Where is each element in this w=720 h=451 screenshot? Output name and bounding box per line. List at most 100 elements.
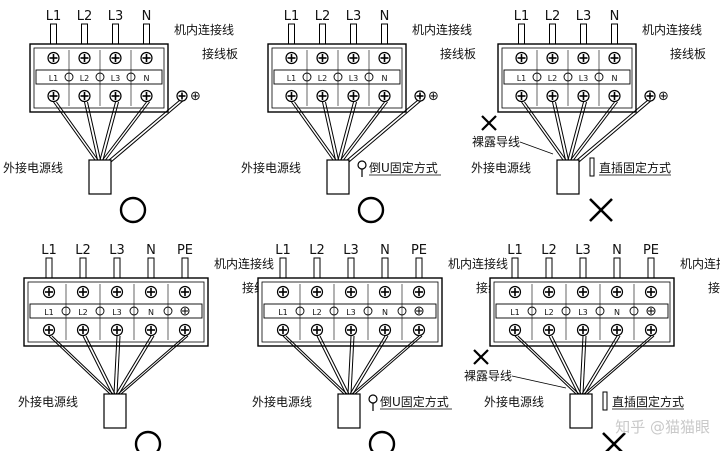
strip-label: N xyxy=(382,308,388,317)
label-strip xyxy=(29,303,203,319)
internal-wire xyxy=(580,23,587,47)
label-strip xyxy=(495,303,669,319)
external-wire xyxy=(337,101,354,161)
internal-wire xyxy=(81,23,88,47)
panel-4: L1L2L3NPEL1L2L3N机内连接线接线板外接电源线 xyxy=(18,243,278,451)
terminal-label-l3: L3 xyxy=(343,243,359,258)
internal-wire xyxy=(113,257,121,281)
external-cable-label: 外接电源线 xyxy=(252,394,312,409)
internal-wire xyxy=(181,257,189,281)
terminal-label-n: N xyxy=(612,243,622,258)
power-cable xyxy=(103,393,127,429)
internal-wire-label: 机内连接线 xyxy=(214,256,274,271)
terminal-label-l1: L1 xyxy=(275,243,291,258)
strip-label: L3 xyxy=(579,74,589,83)
internal-wire xyxy=(313,257,321,281)
terminal-label-l3: L3 xyxy=(575,243,591,258)
terminal-label-l3: L3 xyxy=(576,9,592,24)
ground-wire xyxy=(576,99,649,161)
internal-wire xyxy=(45,257,53,281)
strip-label: L3 xyxy=(346,308,356,317)
internal-wire xyxy=(79,257,87,281)
external-wire xyxy=(583,335,652,395)
strip-label: N xyxy=(144,74,150,83)
board-label: 接线板 xyxy=(202,46,238,61)
power-cable xyxy=(569,393,593,429)
strip-label: N xyxy=(614,308,620,317)
power-cable xyxy=(556,159,580,195)
terminal-label-l3: L3 xyxy=(346,9,362,24)
strip-label: L3 xyxy=(111,74,121,83)
internal-wire xyxy=(350,23,357,47)
terminal-label-n: N xyxy=(380,9,390,24)
internal-wire-label: 机内连接线 xyxy=(642,22,702,37)
external-wire xyxy=(316,335,347,395)
correct-circle-icon xyxy=(368,430,396,451)
external-wire xyxy=(514,335,577,395)
external-wire xyxy=(113,335,118,395)
strip-label: L3 xyxy=(578,308,588,317)
power-cable xyxy=(337,393,361,429)
internal-wire xyxy=(647,257,655,281)
internal-wire xyxy=(545,257,553,281)
terminal-label-n: N xyxy=(146,243,156,258)
internal-wire xyxy=(549,23,556,47)
power-cable xyxy=(326,159,350,195)
internal-wire xyxy=(579,257,587,281)
strip-label: L2 xyxy=(78,308,88,317)
u-loop-icon xyxy=(357,160,367,170)
strip-label: L2 xyxy=(312,308,322,317)
watermark: 知乎 @猫猫眼 xyxy=(615,418,710,436)
terminal-label-n: N xyxy=(610,9,620,24)
ground-symbol: ⊕ xyxy=(658,89,669,104)
internal-wire xyxy=(319,23,326,47)
internal-wire xyxy=(147,257,155,281)
strip-label: L1 xyxy=(278,308,288,317)
fixing-method-label: 直插固定方式 xyxy=(612,394,684,409)
internal-wire xyxy=(347,257,355,281)
terminal-label-l2: L2 xyxy=(309,243,325,258)
external-wire xyxy=(53,101,96,161)
internal-wire xyxy=(511,257,519,281)
bare-wire-label: 裸露导线 xyxy=(464,368,512,383)
external-wire xyxy=(82,335,113,395)
strip-label: L1 xyxy=(287,74,297,83)
strip-label: L2 xyxy=(548,74,558,83)
external-wire xyxy=(340,101,385,161)
external-wire xyxy=(579,335,584,395)
internal-wire xyxy=(50,23,57,47)
external-wire xyxy=(581,335,618,395)
external-wire xyxy=(570,101,615,161)
ground-wire xyxy=(346,99,419,161)
strip-label: L1 xyxy=(517,74,527,83)
external-wire xyxy=(84,101,98,161)
terminal-board-inner xyxy=(271,47,403,109)
fixing-method-label: 直插固定方式 xyxy=(599,160,671,175)
fixing-method-label: 倒U固定方式 xyxy=(380,394,449,409)
terminal-label-n: N xyxy=(380,243,390,258)
internal-wire xyxy=(518,23,525,47)
correct-circle-icon xyxy=(119,196,147,224)
internal-wire-label: 机内连接线 xyxy=(174,22,234,37)
terminal-label-l3: L3 xyxy=(108,9,124,24)
terminal-label-l1: L1 xyxy=(41,243,57,258)
external-wire xyxy=(351,335,420,395)
terminal-board-inner xyxy=(33,47,165,109)
terminal-label-l1: L1 xyxy=(46,9,62,24)
correct-circle-icon xyxy=(357,196,385,224)
internal-wire xyxy=(143,23,150,47)
terminal-board-inner xyxy=(27,281,205,343)
internal-wire xyxy=(381,257,389,281)
external-wire xyxy=(282,335,345,395)
terminal-label-l3: L3 xyxy=(109,243,125,258)
external-cable-label: 外接电源线 xyxy=(241,160,301,175)
bare-wire-label: 裸露导线 xyxy=(472,134,520,149)
external-wire xyxy=(567,101,584,161)
internal-wire xyxy=(288,23,295,47)
terminal-label-l2: L2 xyxy=(315,9,331,24)
strip-label: L1 xyxy=(44,308,54,317)
external-wire xyxy=(548,335,579,395)
